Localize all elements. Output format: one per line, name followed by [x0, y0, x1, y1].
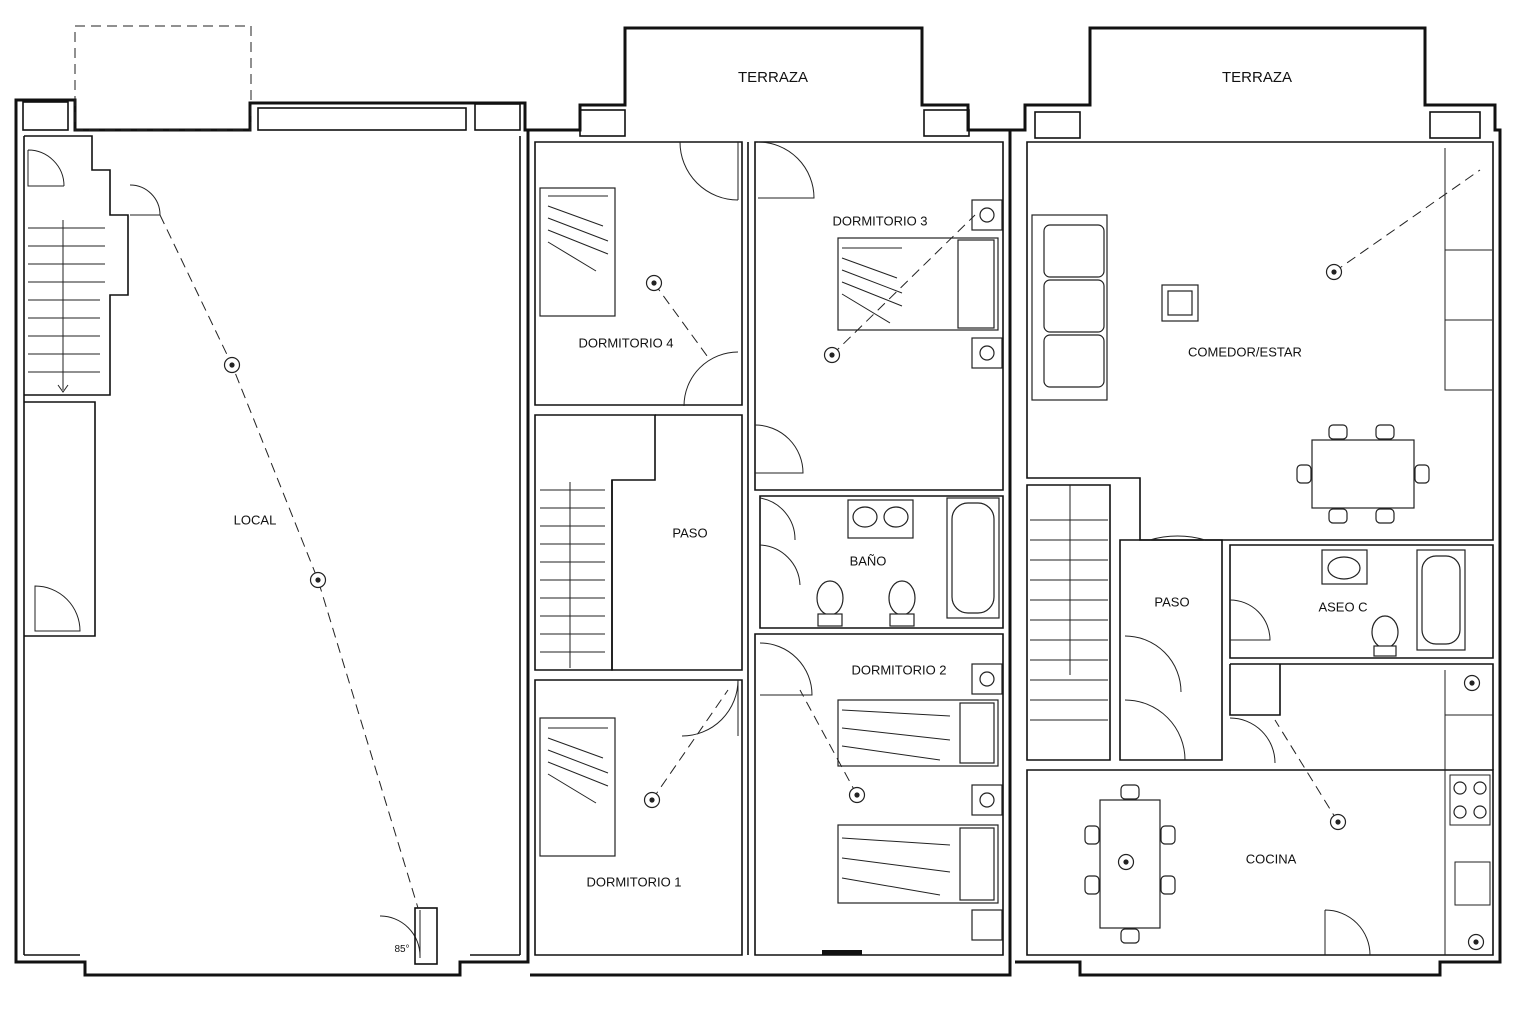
room-label-dormitorio-2: DORMITORIO 2 [851, 662, 946, 677]
room-label-terraza-2: TERRAZA [1222, 69, 1292, 86]
room-label-paso-2: PASO [1154, 594, 1189, 609]
light-icon [309, 571, 327, 589]
room-label-bano: BAÑO [850, 553, 887, 568]
room-label-terraza-1: TERRAZA [738, 69, 808, 86]
electrical-lines [159, 169, 1481, 909]
room-label-dormitorio-3: DORMITORIO 3 [832, 213, 927, 228]
light-icon [1117, 853, 1135, 871]
light-icon [1329, 813, 1347, 831]
room-label-dormitorio-4: DORMITORIO 4 [578, 335, 673, 350]
angle-annotation: 85° [394, 944, 409, 955]
room-label-local: LOCAL [234, 512, 277, 527]
light-icon [1463, 674, 1481, 692]
light-icon [223, 356, 241, 374]
walls [14, 25, 1502, 977]
light-icon [643, 791, 661, 809]
room-label-aseo-c: ASEO C [1318, 599, 1367, 614]
light-icon [823, 346, 841, 364]
room-labels: LOCAL TERRAZA TERRAZA DORMITORIO 4 DORMI… [234, 69, 1368, 955]
light-icon [645, 274, 663, 292]
light-icon [848, 786, 866, 804]
room-label-comedor-estar: COMEDOR/ESTAR [1188, 344, 1302, 359]
room-label-paso-1: PASO [672, 525, 707, 540]
room-label-dormitorio-1: DORMITORIO 1 [586, 874, 681, 889]
furniture [539, 187, 1466, 944]
light-icon [1325, 263, 1343, 281]
room-label-cocina: COCINA [1246, 851, 1297, 866]
light-icon [1467, 933, 1485, 951]
